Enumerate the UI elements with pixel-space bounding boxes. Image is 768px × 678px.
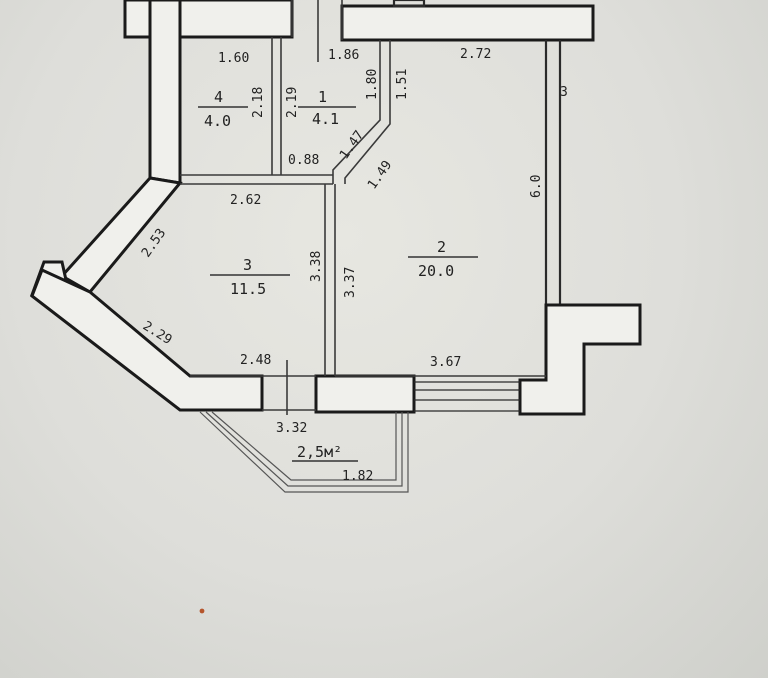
room-4-number: 4	[214, 88, 223, 106]
dim-room3-diagonal: 2.53	[139, 226, 169, 260]
dim-room3-top: 2.62	[230, 193, 261, 208]
dim-hall-180: 1.80	[365, 69, 380, 100]
room-3-area: 11.5	[230, 280, 266, 298]
dim-room3-height: 3.38	[309, 251, 324, 282]
wall-left-vertical	[148, 0, 184, 185]
wall-top-right	[340, 4, 595, 42]
dim-right-3: 3	[560, 85, 568, 100]
dim-088: 0.88	[288, 153, 319, 168]
partition-hall-diagonal-b	[344, 40, 391, 184]
dim-room2-top: 2.72	[460, 47, 491, 62]
dim-room2-height: 6.0	[529, 175, 544, 198]
partition-hall-diagonal-a	[332, 40, 381, 184]
dim-balcony-depth: 1.82	[342, 469, 373, 484]
dim-room3-bottom: 2.48	[240, 353, 271, 368]
balcony-outline-innermost	[211, 411, 397, 481]
room-1-number: 1	[318, 88, 327, 106]
dim-hall-151: 1.51	[395, 69, 410, 100]
dim-diagonal-149: 1.49	[365, 158, 395, 192]
wall-bottom-pier	[314, 374, 416, 414]
room-2-number: 2	[437, 238, 446, 256]
balcony-area: 2,5м²	[297, 443, 342, 461]
room-1-area: 4.1	[312, 110, 339, 128]
room-2-area: 20.0	[418, 262, 454, 280]
dim-room1-height: 2.19	[285, 87, 300, 118]
dim-balcony-width: 3.32	[276, 421, 307, 436]
room-3-number: 3	[243, 256, 252, 274]
wall-bottom-diagonal	[30, 267, 264, 412]
balcony-outline-outer	[199, 411, 409, 493]
dim-room4-height: 2.18	[251, 87, 266, 118]
top-fixture	[392, 0, 426, 8]
dim-room4-width: 1.60	[218, 51, 249, 66]
room-4-area: 4.0	[204, 112, 231, 130]
dim-room1-width: 1.86	[328, 48, 359, 63]
paper-speck	[199, 608, 205, 614]
balcony-outline-inner	[205, 411, 403, 487]
dim-room2-left-height: 3.37	[343, 267, 358, 298]
wall-right-bottom-block	[518, 303, 642, 416]
wall-top-left	[178, 0, 294, 39]
dim-room2-bottom: 3.67	[430, 355, 461, 370]
